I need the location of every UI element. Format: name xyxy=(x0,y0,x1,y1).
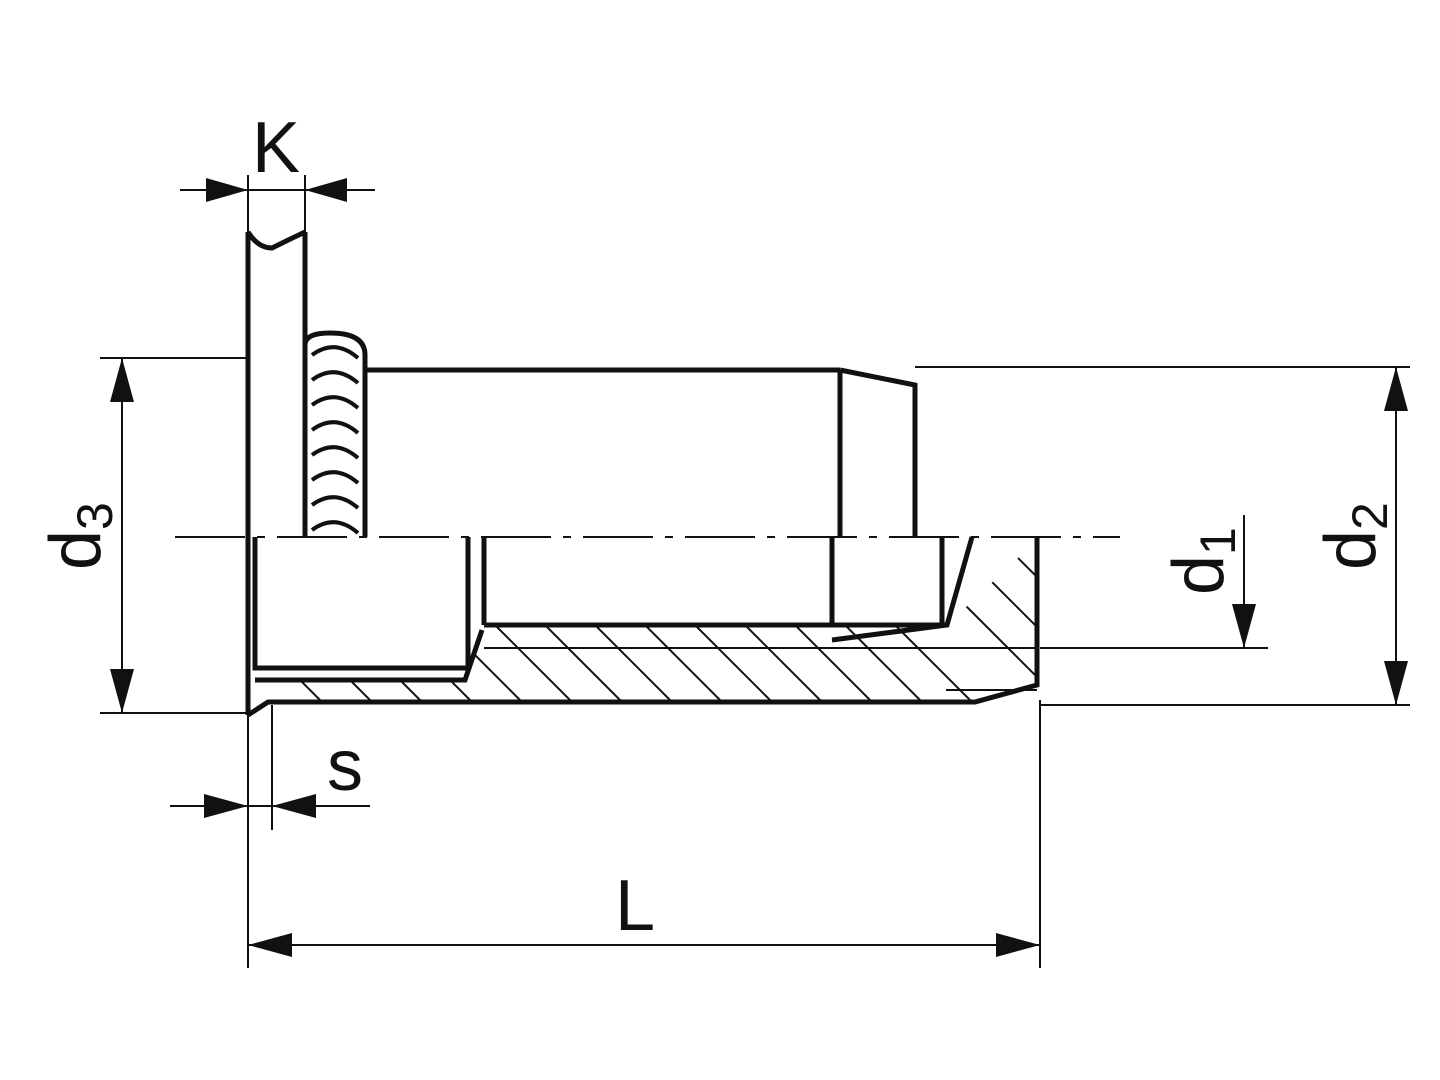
label-s: s xyxy=(327,726,363,806)
outer-body xyxy=(365,367,918,537)
label-L: L xyxy=(615,866,655,946)
label-d3: d3 xyxy=(36,502,123,570)
dimension-d2 xyxy=(915,366,1410,706)
label-K: K xyxy=(252,108,300,188)
knurled-collar xyxy=(302,330,368,537)
flange-head xyxy=(245,229,308,715)
section-view xyxy=(246,536,1040,718)
dimension-d1 xyxy=(1040,515,1268,649)
dimension-d3 xyxy=(100,357,248,714)
dimension-s xyxy=(170,705,370,830)
dimension-L xyxy=(247,700,1041,968)
label-d1: d1 xyxy=(1159,527,1246,595)
dimension-K xyxy=(180,175,375,232)
label-d2: d2 xyxy=(1311,502,1398,570)
